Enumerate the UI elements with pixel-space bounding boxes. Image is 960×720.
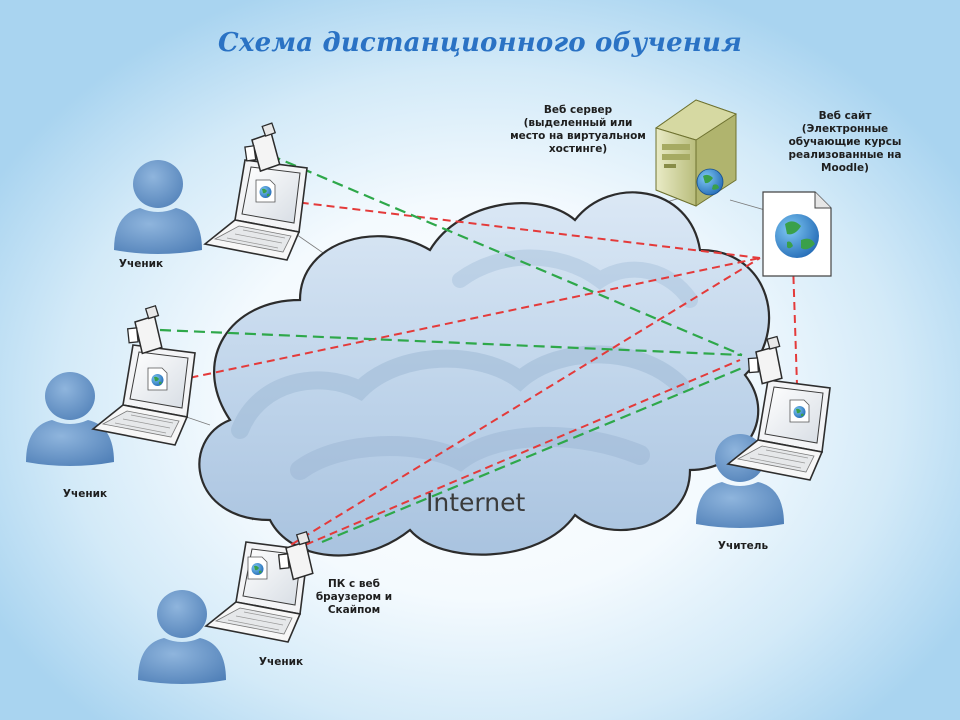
green-links: [159, 153, 743, 544]
person-icon: [138, 590, 226, 684]
person-icon: [114, 160, 202, 254]
server-label-line: Веб сервер: [543, 104, 613, 116]
student-label: Ученик: [118, 258, 164, 270]
laptop-icon: [204, 159, 308, 261]
web-page-icon: [762, 191, 832, 277]
webcam-icon: [124, 304, 163, 356]
laptop-icon: [92, 344, 196, 446]
red-links: [164, 197, 798, 566]
web-page-icon: [147, 367, 168, 391]
web-page-icon: [789, 399, 810, 423]
server-label-line: (выделенный или: [523, 117, 633, 129]
pc-label-line: ПК с веб: [327, 578, 380, 590]
website-label: Веб сайт (Электронные обучающие курсы ре…: [780, 110, 910, 175]
pc-label-line: Скайпом: [327, 604, 381, 616]
server-label-line: хостинге): [548, 143, 608, 155]
website-label-line: обучающие курсы: [788, 136, 902, 148]
page-title: Схема дистанционного обучения: [217, 28, 743, 58]
website-label-line: Веб сайт: [818, 110, 872, 122]
student-label: Ученик: [258, 656, 304, 668]
server-icon: [654, 99, 738, 207]
website-label-line: Moodle): [821, 162, 869, 174]
web-page-icon: [255, 179, 276, 203]
server-label: Веб сервер (выделенный или место на вирт…: [508, 104, 648, 156]
website-label-line: (Электронные: [801, 123, 889, 135]
pc-label-line: браузером и: [315, 591, 393, 603]
teacher-label: Учитель: [717, 540, 769, 552]
globe-icon: [696, 168, 724, 196]
web-page-icon: [247, 556, 268, 580]
website-label-line: реализованные на: [788, 149, 902, 161]
server-label-line: место на виртуальном: [510, 130, 646, 142]
pc-label: ПК с веб браузером и Скайпом: [312, 578, 396, 617]
student-label: Ученик: [62, 488, 108, 500]
cloud-label: Internet: [426, 488, 526, 517]
person-icon: [26, 372, 114, 466]
